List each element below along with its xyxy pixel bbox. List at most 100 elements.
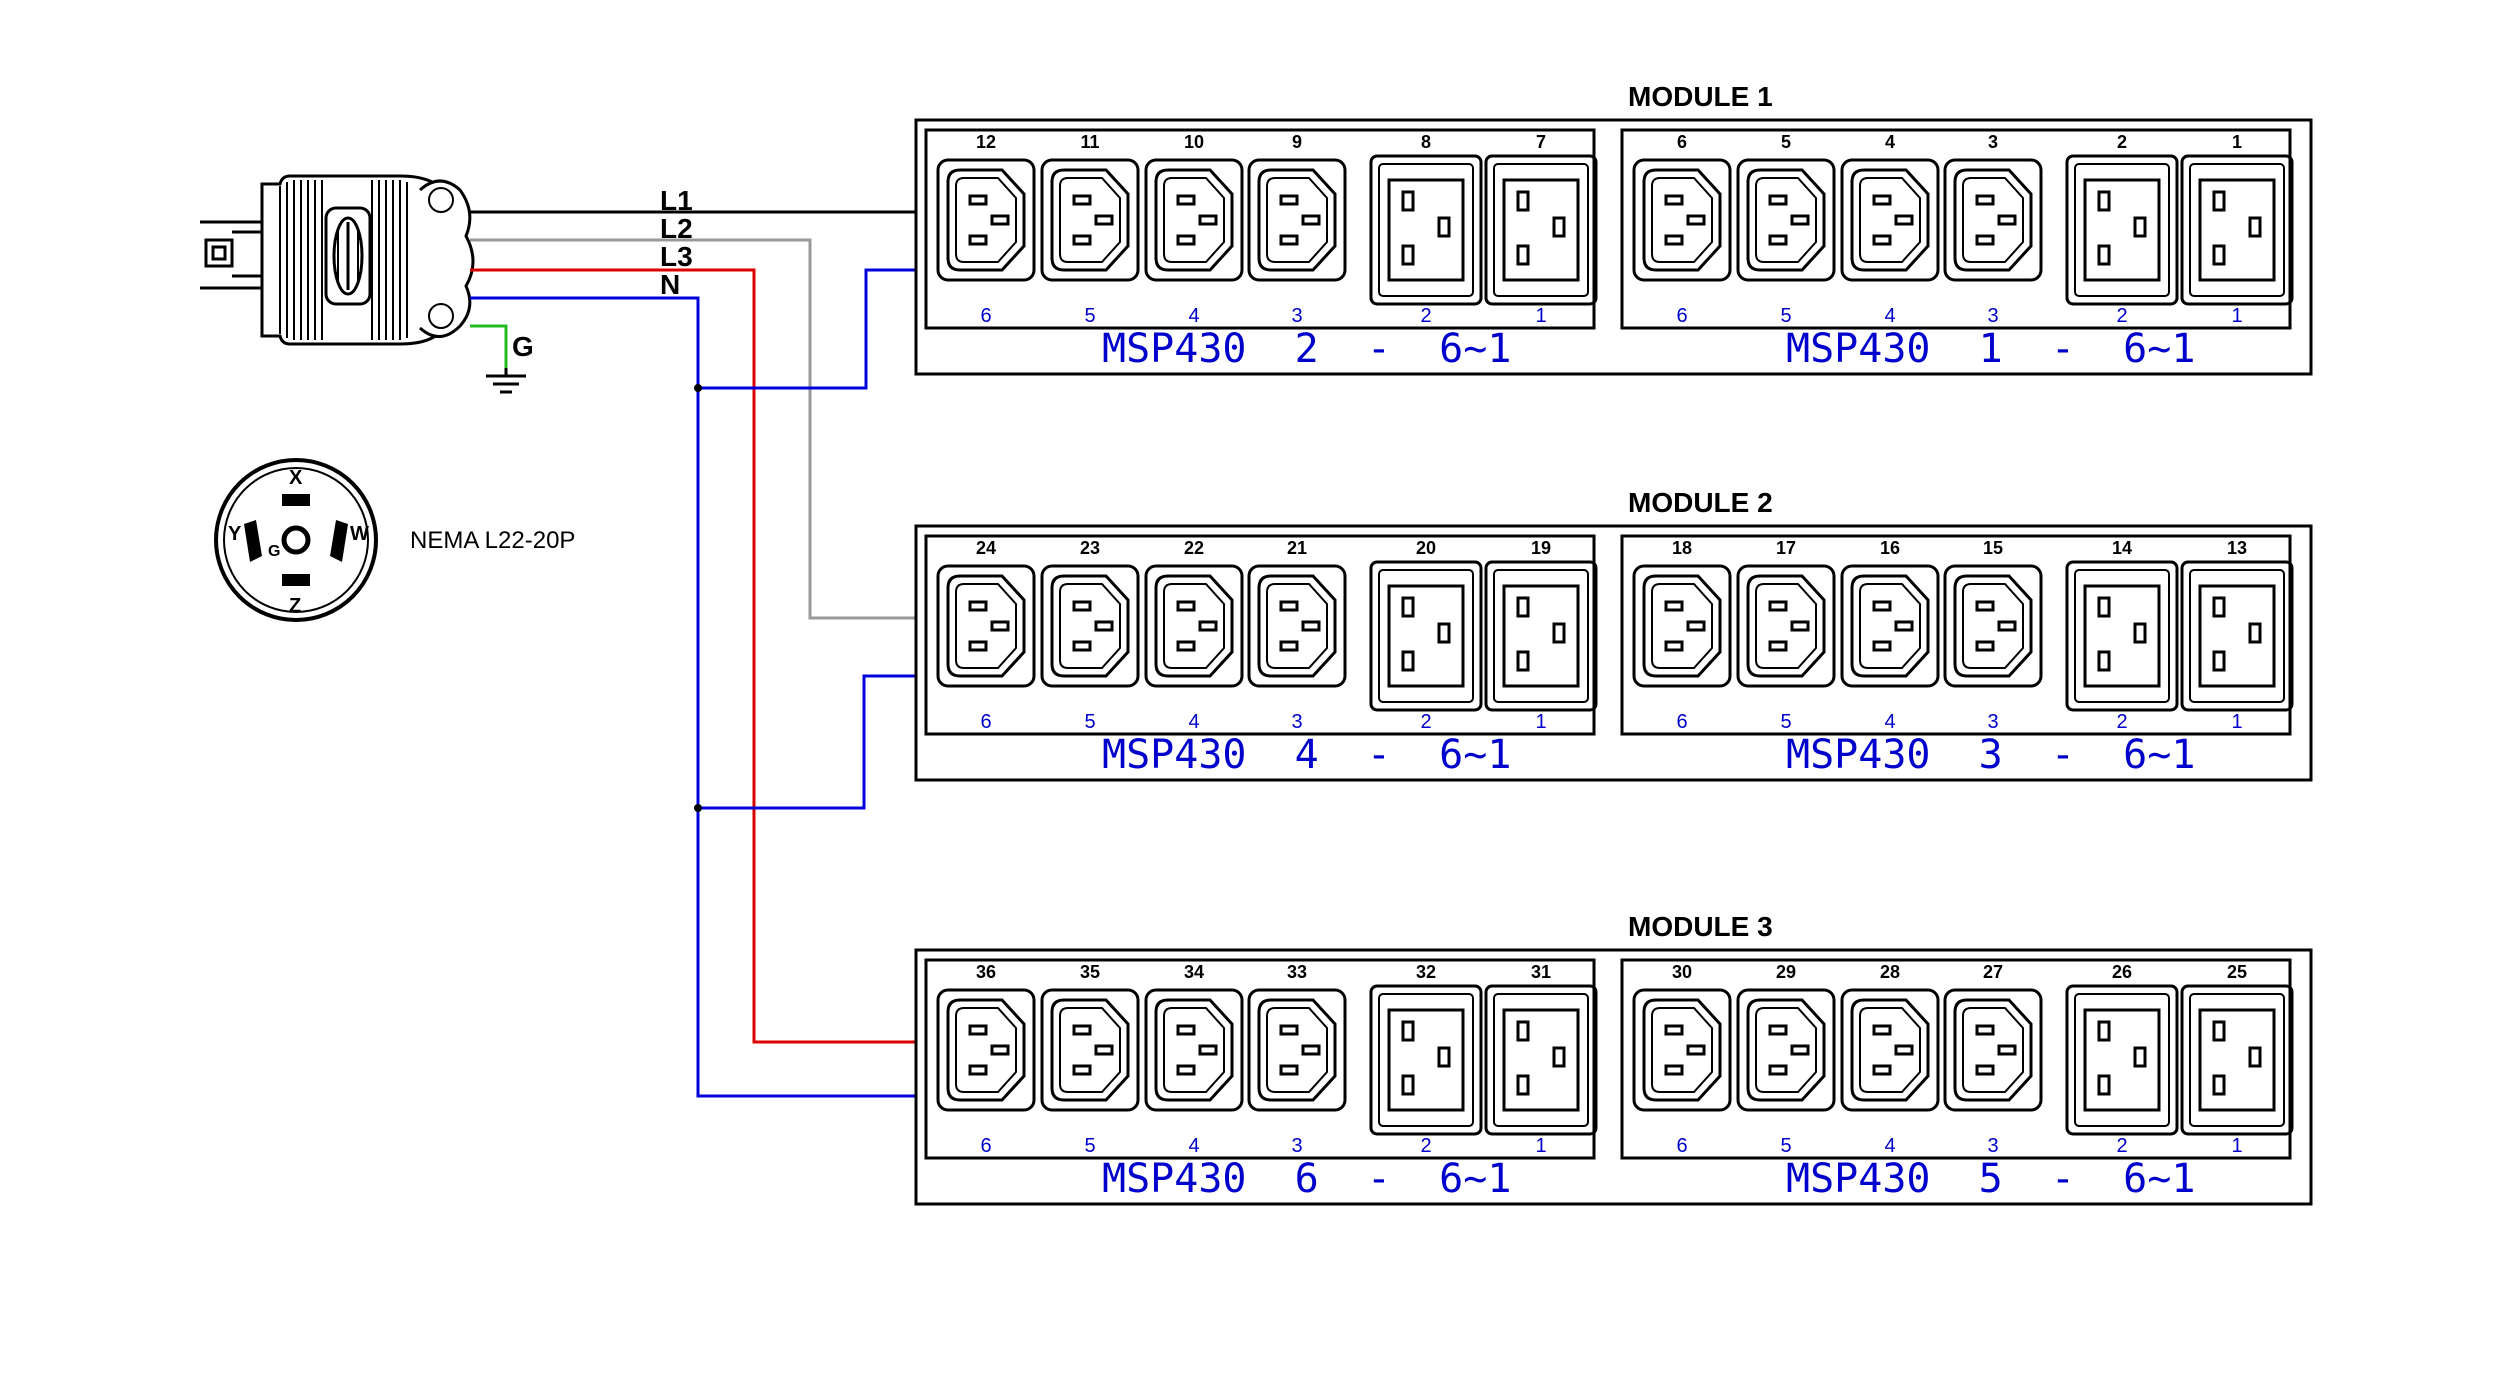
pdu-label: MSP430 2 - 6~1 [1102,326,1511,372]
outlet-number: 6 [1677,132,1687,152]
outlet-number: 9 [1292,132,1302,152]
outlet-number: 2 [2117,132,2127,152]
outlet-index: 2 [1420,711,1431,733]
junction-dot [694,804,702,812]
c13-outlet: 15 3 [1943,538,2043,733]
outlet-index: 2 [2116,1135,2127,1157]
outlet-number: 17 [1776,538,1796,558]
outlet-number: 1 [2232,132,2242,152]
outlet-number: 32 [1416,962,1436,982]
c19-outlet: 31 1 [1484,962,1598,1157]
outlet-number: 22 [1184,538,1204,558]
plug-prongs [200,220,262,290]
c19-outlet: 71 [1484,132,1598,327]
wire-label-g: G [512,331,534,362]
outlet-index: 3 [1291,711,1302,733]
pdu-frame [1620,128,2292,330]
c19-outlet: 11 [2180,132,2294,327]
c13-outlet: 17 5 [1736,538,1836,733]
c19-outlet: 82 [1369,132,1483,327]
outlet-index: 3 [1987,711,1998,733]
nema-plug-face: X Z Y W G [214,458,378,622]
c13-outlet: 93 [1247,132,1347,327]
junction-dot [694,384,702,392]
outlet-number: 10 [1184,132,1204,152]
c13-outlet: 10 4 [1144,132,1244,327]
outlet-number: 18 [1672,538,1692,558]
c19-outlet: 131 [2180,538,2294,733]
c19-outlet: 22 [2065,132,2179,327]
outlet-index: 4 [1188,711,1199,733]
outlet-number: 21 [1287,538,1307,558]
outlet-number: 31 [1531,962,1551,982]
wire-l2 [470,238,916,620]
c13-outlet: 44 [1840,132,1940,327]
outlet-index: 5 [1780,1135,1791,1157]
module-frame [914,118,2313,376]
c13-outlet: 344 [1144,962,1244,1157]
outlet-number: 28 [1880,962,1900,982]
c13-outlet: 306 [1632,962,1732,1157]
wire-n-module1 [698,268,916,390]
outlet-index: 5 [1084,305,1095,327]
outlet-index: 1 [2231,711,2242,733]
c19-outlet: 322 [1369,962,1483,1157]
outlet-index: 2 [2116,305,2127,327]
outlet-index: 3 [1987,1135,1998,1157]
c19-outlet: 262 [2065,962,2179,1157]
outlet-index: 4 [1188,305,1199,327]
outlet-index: 6 [980,1135,991,1157]
c13-outlet: 36 6 [936,962,1036,1157]
outlet-index: 5 [1780,305,1791,327]
plug-grip-ridges [279,180,408,340]
pin-label-z: Z [289,595,301,617]
outlet-index: 5 [1780,711,1791,733]
outlet-index: 1 [2231,305,2242,327]
c13-outlet: 246 [936,538,1036,733]
outlet-index: 1 [2231,1135,2242,1157]
pdu-frame [1620,534,2292,736]
c13-outlet: 164 [1840,538,1940,733]
outlet-number: 15 [1983,538,2003,558]
outlet-number: 19 [1531,538,1551,558]
plug-cord-collar [418,179,475,338]
pdu-label: MSP430 6 - 6~1 [1102,1156,1511,1202]
outlet-index: 6 [1676,711,1687,733]
outlet-number: 5 [1781,132,1791,152]
wire-l3 [470,268,916,1044]
outlet-index: 6 [980,305,991,327]
wire-label-l1: L1 [660,185,693,216]
c13-outlet: 55 [1736,132,1836,327]
outlet-number: 7 [1536,132,1546,152]
outlet-number: 23 [1080,538,1100,558]
outlet-number: 11 [1080,132,1099,152]
pdu-label: MSP430 4 - 6~1 [1102,732,1511,778]
c13-outlet: 333 [1247,962,1347,1157]
outlet-index: 6 [1676,305,1687,327]
nema-label: NEMA L22-20P [410,527,575,554]
c13-outlet: 18 6 [1632,538,1732,733]
c13-outlet: 11 5 [1040,132,1140,327]
pdu-frame [924,534,1596,736]
outlet-number: 29 [1776,962,1796,982]
outlet-number: 34 [1184,962,1204,982]
outlet-index: 1 [1535,1135,1546,1157]
outlet-index: 4 [1884,711,1895,733]
c13-outlet: 66 [1632,132,1732,327]
outlet-index: 2 [2116,711,2127,733]
pdu-label: MSP430 1 - 6~1 [1786,326,2195,372]
pdu-frame [924,958,1596,1160]
ground-symbol-icon [486,368,526,394]
pin-label-y: Y [228,523,242,545]
outlet-number: 36 [976,962,996,982]
c13-outlet: 22 4 [1144,538,1244,733]
outlet-index: 3 [1291,1135,1302,1157]
pdu-frame [1620,958,2292,1160]
